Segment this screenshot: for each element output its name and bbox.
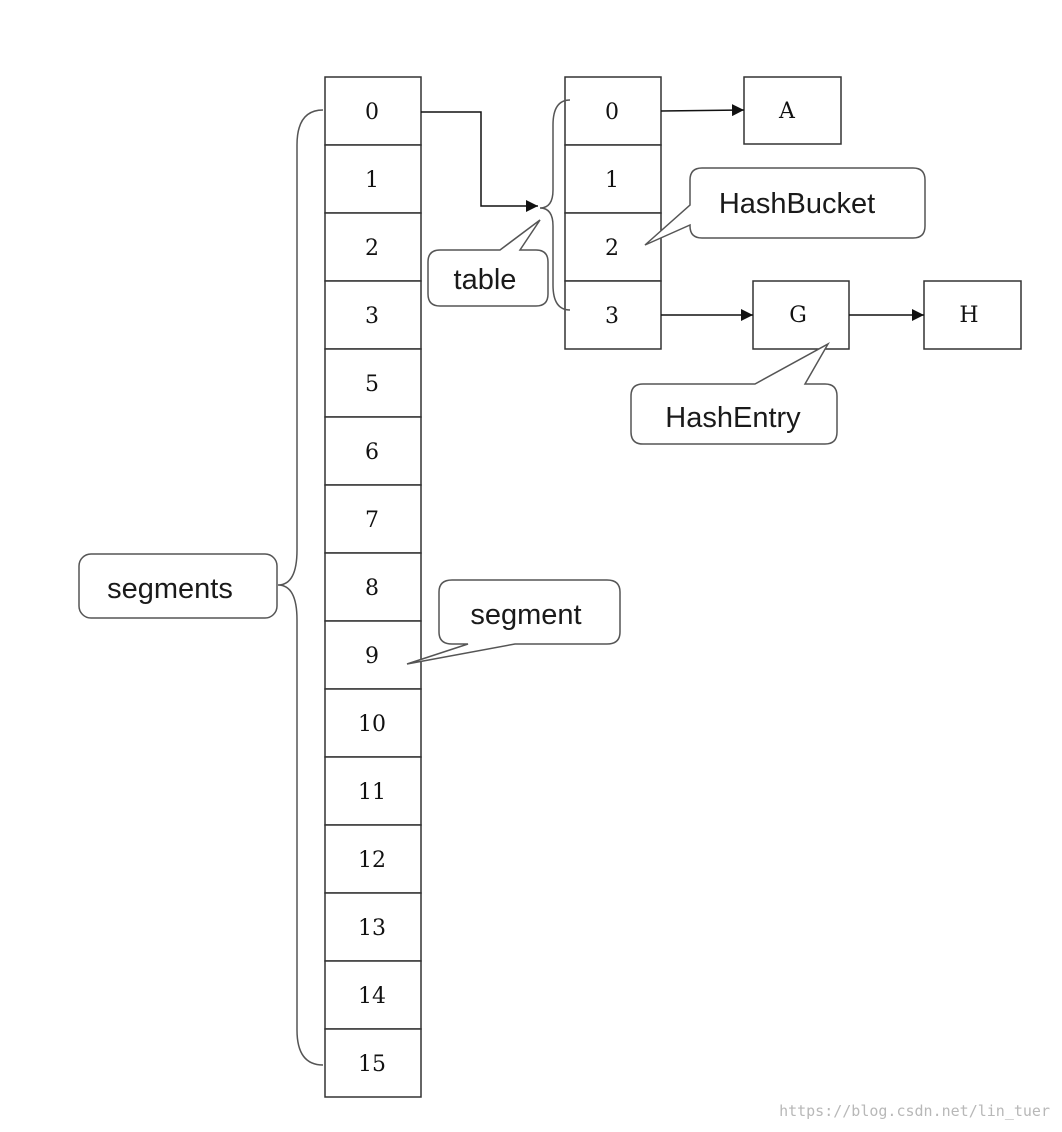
segments-brace	[277, 109, 324, 1066]
node-a-label: A	[778, 99, 796, 124]
table-cell-label: 0	[605, 100, 619, 125]
segment-cell-label: 0	[365, 100, 379, 125]
segment-cell-label: 1	[365, 168, 379, 193]
segment-cell-box	[324, 76, 422, 146]
segment-cell-box	[324, 212, 422, 282]
segment-cell-label: 5	[365, 372, 379, 397]
node-a: A	[743, 76, 842, 145]
segment-cell: 13	[324, 892, 422, 962]
callout-hash-bucket: HashBucket	[644, 167, 926, 246]
segment-cell-box	[324, 756, 422, 826]
table-cell-box	[564, 144, 662, 214]
watermark: https://blog.csdn.net/lin_tuer	[779, 1102, 1050, 1120]
table-cell: 0	[564, 76, 662, 146]
node-h: H	[923, 280, 1022, 350]
node-g-label: G	[789, 303, 807, 328]
segment-cell-label: 12	[358, 848, 386, 873]
segment-cell-box	[324, 960, 422, 1030]
table-cell-label: 3	[605, 304, 619, 329]
node-h-label: H	[959, 303, 978, 328]
segment-cell: 11	[324, 756, 422, 826]
callout-table: table	[427, 219, 549, 307]
callout-hash-bucket-text: HashBucket	[719, 188, 875, 220]
arrow-table0-to-a	[660, 104, 745, 117]
segment-cell-label: 7	[365, 508, 379, 533]
segment-cell: 0	[324, 76, 422, 146]
segment-cell: 5	[324, 348, 422, 418]
segment-cell: 1	[324, 144, 422, 214]
segment-cell-label: 11	[358, 780, 386, 805]
callout-hash-entry-text: HashEntry	[665, 402, 801, 434]
segment-cell: 10	[324, 688, 422, 758]
segment-cell-label: 9	[365, 644, 379, 669]
segment-cell: 15	[324, 1028, 422, 1098]
table-cell-label: 2	[605, 236, 619, 261]
segment-cell-label: 14	[358, 984, 386, 1009]
segment-cell-box	[324, 824, 422, 894]
segment-cell: 3	[324, 280, 422, 350]
segment-cell-label: 13	[358, 916, 386, 941]
arrow-segment0-to-table	[421, 111, 538, 212]
segment-cell-label: 6	[365, 440, 379, 465]
segment-cell-box	[324, 280, 422, 350]
node-g: G	[752, 280, 850, 350]
table-cell-box	[564, 280, 662, 350]
segment-cell-label: 2	[365, 236, 379, 261]
table-cell-box	[564, 212, 662, 282]
segment-cell-box	[324, 144, 422, 214]
segment-cell-box	[324, 688, 422, 758]
table-cell: 2	[564, 212, 662, 282]
segment-cell: 14	[324, 960, 422, 1030]
segment-cell-box	[324, 416, 422, 486]
table-cell-label: 1	[605, 168, 619, 193]
segment-cell-box	[324, 1028, 422, 1098]
callout-segment-text: segment	[470, 599, 581, 631]
table-cell: 1	[564, 144, 662, 214]
segment-cell: 8	[324, 552, 422, 622]
segment-cell-label: 3	[365, 304, 379, 329]
segment-cell-label: 8	[365, 576, 379, 601]
segment-cell: 12	[324, 824, 422, 894]
callout-segments: segments	[78, 553, 278, 619]
table-cell-box	[564, 76, 662, 146]
table-cell: 3	[564, 280, 662, 350]
table-array: 0 1 2 3	[564, 76, 662, 350]
segment-cell-box	[324, 552, 422, 622]
callout-table-text: table	[454, 264, 517, 296]
table-brace	[539, 99, 571, 311]
segment-cell: 7	[324, 484, 422, 554]
callout-hash-entry: HashEntry	[630, 342, 838, 445]
segment-cell: 6	[324, 416, 422, 486]
segment-cell: 9	[324, 620, 422, 690]
segment-cell: 2	[324, 212, 422, 282]
callout-segment: segment	[406, 579, 621, 665]
callout-segments-text: segments	[107, 573, 233, 605]
segment-cell-label: 15	[358, 1052, 386, 1077]
segment-cell-label: 10	[358, 712, 386, 737]
